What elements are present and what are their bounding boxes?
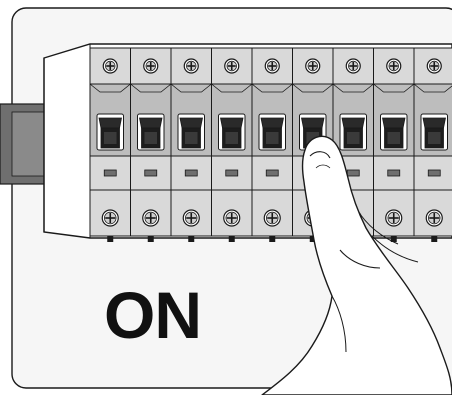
breaker-module: [413, 47, 452, 242]
breaker-module: [130, 47, 172, 242]
breaker-module: [170, 47, 212, 242]
indicator-slot: [427, 169, 441, 177]
toggle-switch[interactable]: [420, 113, 448, 151]
indicator-slot: [103, 169, 117, 177]
toggle-switch[interactable]: [258, 113, 286, 151]
screw-icon: [101, 209, 119, 227]
screw-icon: [385, 209, 403, 227]
indicator-slot: [346, 169, 360, 177]
toggle-switch[interactable]: [380, 113, 408, 151]
screw-icon: [426, 58, 442, 74]
screw-icon: [263, 209, 281, 227]
screw-icon: [183, 58, 199, 74]
indicator-slot: [225, 169, 239, 177]
hand-illustration: [261, 135, 452, 395]
screw-icon: [223, 209, 241, 227]
screw-icon: [182, 209, 200, 227]
indicator-slot: [265, 169, 279, 177]
breaker-module: [211, 47, 253, 242]
indicator-slot: [387, 169, 401, 177]
toggle-switch[interactable]: [177, 113, 205, 151]
toggle-switch[interactable]: [96, 113, 124, 151]
screw-icon: [102, 58, 118, 74]
screw-icon: [386, 58, 402, 74]
screw-icon: [224, 58, 240, 74]
screw-icon: [345, 58, 361, 74]
screw-icon: [142, 209, 160, 227]
breaker-module: [89, 47, 131, 242]
screw-icon: [425, 209, 443, 227]
indicator-slot: [144, 169, 158, 177]
screw-icon: [143, 58, 159, 74]
breaker-module: [251, 47, 293, 242]
indicator-slot: [184, 169, 198, 177]
toggle-switch[interactable]: [339, 113, 367, 151]
caption-on: ON: [104, 278, 202, 352]
breaker-module: [373, 47, 415, 242]
toggle-switch[interactable]: [137, 113, 165, 151]
screw-icon: [305, 58, 321, 74]
screw-icon: [264, 58, 280, 74]
toggle-switch[interactable]: [218, 113, 246, 151]
